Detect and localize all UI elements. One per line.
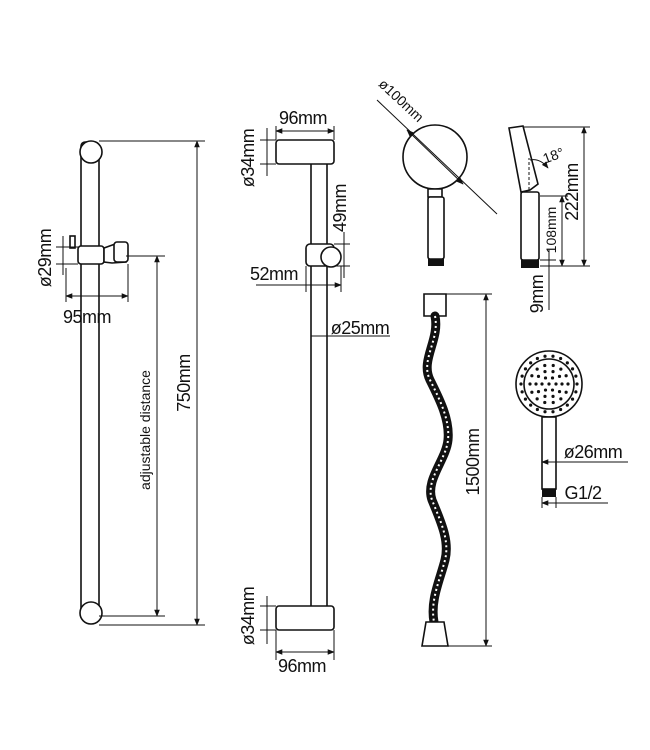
thread-nut <box>428 259 444 266</box>
nozzle-dot <box>520 374 524 378</box>
rail-diameter-label: ø25mm <box>331 318 390 338</box>
nozzle-dot <box>535 397 539 401</box>
nozzle-dot <box>557 374 562 378</box>
nozzle-dot <box>564 390 568 394</box>
slider-depth-label: 52mm <box>250 264 298 284</box>
head-angle-label: 18° <box>541 144 566 166</box>
nozzle-dot <box>520 390 524 394</box>
nozzle-dot <box>523 397 528 401</box>
side-handle <box>520 191 540 261</box>
nozzle-dot <box>523 367 528 371</box>
front-rail-tube <box>310 159 328 613</box>
nozzle-dot <box>536 390 541 394</box>
nozzle-dot <box>564 374 568 378</box>
hose-top-cone <box>423 293 447 317</box>
nozzle-dot <box>570 397 575 401</box>
head-diameter-label: ø100mm <box>376 76 427 125</box>
nozzle-dot <box>543 370 547 374</box>
nozzle-dot <box>535 407 539 412</box>
side-head <box>508 125 539 193</box>
nozzle-dot <box>529 403 533 407</box>
nozzle-dot <box>543 400 547 405</box>
rail-length-label: 750mm <box>174 354 194 412</box>
rail-top-cap <box>79 140 103 164</box>
nozzle-dot <box>565 403 569 407</box>
holder-diameter-label: ø29mm <box>35 229 55 288</box>
nozzle-dot <box>554 382 558 386</box>
nozzle-dot <box>529 361 533 365</box>
handle-length-label: 108mm <box>543 207 559 254</box>
nozzle-dot <box>551 363 555 368</box>
face-handle <box>541 416 557 490</box>
nozzle-dot <box>535 356 539 361</box>
nozzle-dot <box>559 356 563 361</box>
hand-shower-face: ø26mm G1/2 <box>515 350 628 508</box>
rail-side-view: 750mm adjustable distance ø29mm 95mm <box>35 140 205 626</box>
front-slider <box>305 243 342 268</box>
hose-bottom-cone <box>421 621 449 647</box>
nozzle-dot <box>551 410 555 414</box>
hand-shower-side: 18° 222mm 108mm 9mm <box>508 125 590 314</box>
nozzle-dot <box>551 370 555 374</box>
nozzle-dot <box>566 382 570 386</box>
handset-length-label: 222mm <box>562 163 582 221</box>
rail-front-view: 96mm ø34mm 49mm 52mm ø25mm 96mm ø34mm <box>238 108 390 676</box>
nozzle-dot <box>559 407 563 412</box>
nozzle-dot <box>528 382 532 386</box>
top-width-label: 96mm <box>279 108 327 128</box>
handle <box>427 196 445 260</box>
top-bracket-height-label: ø34mm <box>238 129 258 188</box>
nozzle-dot <box>530 374 534 378</box>
nozzle-dot <box>559 367 563 371</box>
nozzle-dot <box>543 363 547 368</box>
nut-length-label: 9mm <box>527 275 547 314</box>
nozzle-dot <box>540 382 544 386</box>
nozzle-dot <box>543 388 548 392</box>
nozzle-dot <box>535 367 539 371</box>
nozzle-dot <box>570 367 575 371</box>
bottom-bracket-height-label: ø34mm <box>238 587 258 646</box>
spray-nozzles <box>519 354 579 414</box>
bottom-bracket <box>275 605 335 631</box>
nozzle-dot <box>557 390 562 394</box>
nozzle-dot <box>534 382 538 386</box>
nozzle-dot <box>551 354 555 358</box>
rail-tube <box>80 141 100 621</box>
nozzle-dot <box>574 374 578 378</box>
nozzle-dot <box>543 376 548 380</box>
slider-holder <box>69 235 129 265</box>
handle-diameter-label: ø26mm <box>564 442 623 462</box>
nozzle-dot <box>575 382 579 386</box>
top-bracket <box>275 139 335 165</box>
nozzle-dot <box>551 400 555 405</box>
nozzle-dot <box>565 361 569 365</box>
slider-height-label: 49mm <box>330 184 350 232</box>
nozzle-dot <box>574 390 578 394</box>
nozzle-dot <box>543 410 547 414</box>
hand-shower-front: ø100mm <box>376 76 498 266</box>
nozzle-dot <box>543 394 547 398</box>
nozzle-dot <box>519 382 523 386</box>
adjustable-distance-label: adjustable distance <box>137 370 153 490</box>
nozzle-dot <box>543 354 547 358</box>
nozzle-dot <box>536 374 541 378</box>
nozzle-dot <box>551 394 555 398</box>
thread-label: G1/2 <box>564 483 602 503</box>
nozzle-dot <box>530 390 534 394</box>
hose: 1500mm <box>421 293 492 647</box>
hose-body <box>422 311 453 627</box>
hose-length-label: 1500mm <box>463 428 483 495</box>
rail-bottom-cap <box>79 601 103 625</box>
nozzle-dot <box>559 397 563 401</box>
nozzle-dot <box>560 382 564 386</box>
nozzle-dot <box>550 376 555 380</box>
bottom-width-label: 96mm <box>278 656 326 676</box>
holder-depth-label: 95mm <box>63 307 111 327</box>
nozzle-dot <box>550 388 555 392</box>
nozzle-dot <box>547 382 551 386</box>
